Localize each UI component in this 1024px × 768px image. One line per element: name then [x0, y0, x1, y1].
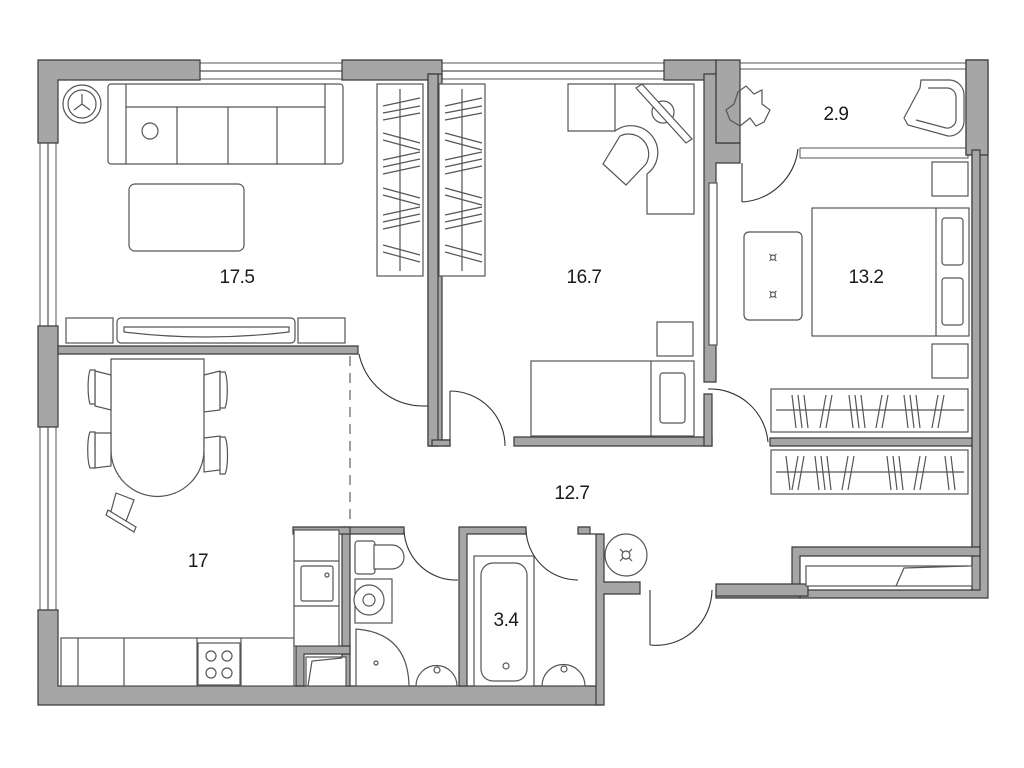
bedroom2-door	[707, 388, 769, 443]
doors	[349, 148, 799, 646]
monitor	[635, 83, 693, 144]
plant-icon	[725, 85, 771, 127]
stove	[197, 642, 241, 686]
balcony-furniture	[725, 79, 965, 137]
bath-door	[525, 529, 579, 581]
shower-tray	[355, 628, 410, 687]
bedroom1-furniture	[438, 83, 695, 437]
pillow	[941, 217, 964, 266]
tv-unit	[116, 317, 296, 344]
pillow	[941, 277, 964, 326]
room-area-bathroom: 3.4	[493, 610, 519, 631]
sliding-panel	[708, 182, 718, 346]
svg-text:¤: ¤	[769, 250, 778, 266]
bedroom1-door	[449, 390, 506, 447]
cat-icon	[141, 122, 159, 140]
tv-stand-left	[65, 317, 114, 344]
hall-shelf	[805, 565, 973, 587]
nightstand-bottom	[931, 343, 969, 379]
sofa	[107, 83, 344, 165]
room-area-balcony: 2.9	[823, 104, 849, 125]
utility-cabinet	[305, 656, 347, 687]
coffee-table	[128, 183, 245, 252]
dining-table	[110, 358, 205, 498]
living-door	[358, 353, 423, 407]
office-chair	[602, 133, 650, 186]
room-area-bedroom1: 16.7	[566, 267, 602, 288]
svg-text:¤: ¤	[769, 287, 778, 303]
wc-door	[403, 529, 459, 581]
bedroom2-furniture: ¤ ¤	[708, 161, 973, 587]
toilet-tank	[354, 540, 376, 575]
windows	[39, 62, 969, 611]
sink	[300, 565, 334, 602]
room-area-hallway: 12.7	[554, 483, 590, 504]
entrance-door	[649, 589, 713, 646]
toilet	[373, 544, 405, 570]
dining-chairs	[87, 369, 229, 533]
room-area-kitchen: 17	[187, 551, 209, 572]
living-room-furniture	[62, 83, 424, 344]
nightstand	[656, 321, 694, 357]
balcony-door	[741, 148, 799, 203]
wc-sink	[415, 664, 458, 687]
bath-sink	[541, 663, 586, 687]
room-area-bedroom2: 13.2	[848, 267, 884, 288]
bench	[743, 231, 803, 321]
kitchen-counter	[60, 637, 295, 687]
room-area-living: 17.5	[219, 267, 255, 288]
armchair	[903, 79, 965, 137]
nightstand-top	[931, 161, 969, 197]
bathroom-fixtures	[353, 533, 648, 687]
kitchen-furniture	[60, 358, 347, 687]
tv-stand-right	[297, 317, 346, 344]
